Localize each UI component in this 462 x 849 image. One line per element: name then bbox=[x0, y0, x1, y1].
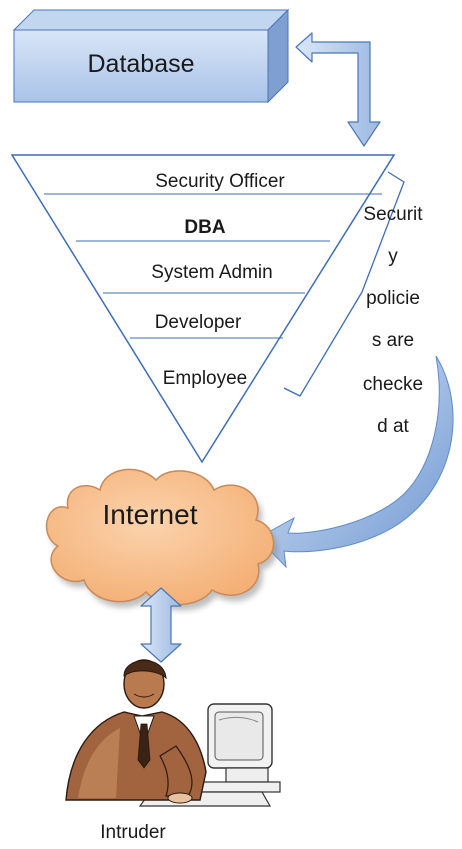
database-box-front-face bbox=[13, 29, 269, 103]
intruder-figure bbox=[65, 659, 281, 807]
computer-icon bbox=[197, 703, 281, 793]
policy-note-line: checke bbox=[363, 374, 423, 395]
db-to-funnel-arrow bbox=[295, 32, 381, 147]
internet-label: Internet bbox=[103, 499, 198, 530]
layer-label-dba: DBA bbox=[184, 217, 225, 238]
layer-label-employee: Employee bbox=[163, 368, 248, 389]
security-policy-note: Securit y policie s are checke d at bbox=[363, 204, 423, 437]
funnel-outline bbox=[10, 154, 396, 464]
database-box: Database bbox=[12, 8, 290, 104]
intruder-label: Intruder bbox=[100, 822, 166, 843]
policy-bracket bbox=[283, 171, 405, 397]
policy-note-line: y bbox=[388, 246, 398, 267]
layer-label-security-officer: Security Officer bbox=[155, 171, 285, 192]
layer-label-system-admin: System Admin bbox=[151, 262, 272, 283]
policy-note-line: Securit bbox=[363, 204, 423, 225]
role-funnel: Security Officer DBA System Admin Develo… bbox=[10, 154, 396, 464]
policy-note-line: d at bbox=[377, 416, 409, 437]
policy-curved-arrow bbox=[257, 355, 454, 569]
policy-note-line: s are bbox=[372, 330, 414, 351]
cloud-shape bbox=[45, 468, 275, 606]
layer-label-developer: Developer bbox=[155, 312, 242, 333]
database-box-top-face bbox=[12, 9, 290, 31]
internet-cloud: Internet bbox=[45, 468, 278, 611]
intruder-internet-double-arrow bbox=[140, 587, 182, 663]
policy-note-line: policie bbox=[366, 288, 420, 309]
database-label: Database bbox=[87, 50, 194, 78]
